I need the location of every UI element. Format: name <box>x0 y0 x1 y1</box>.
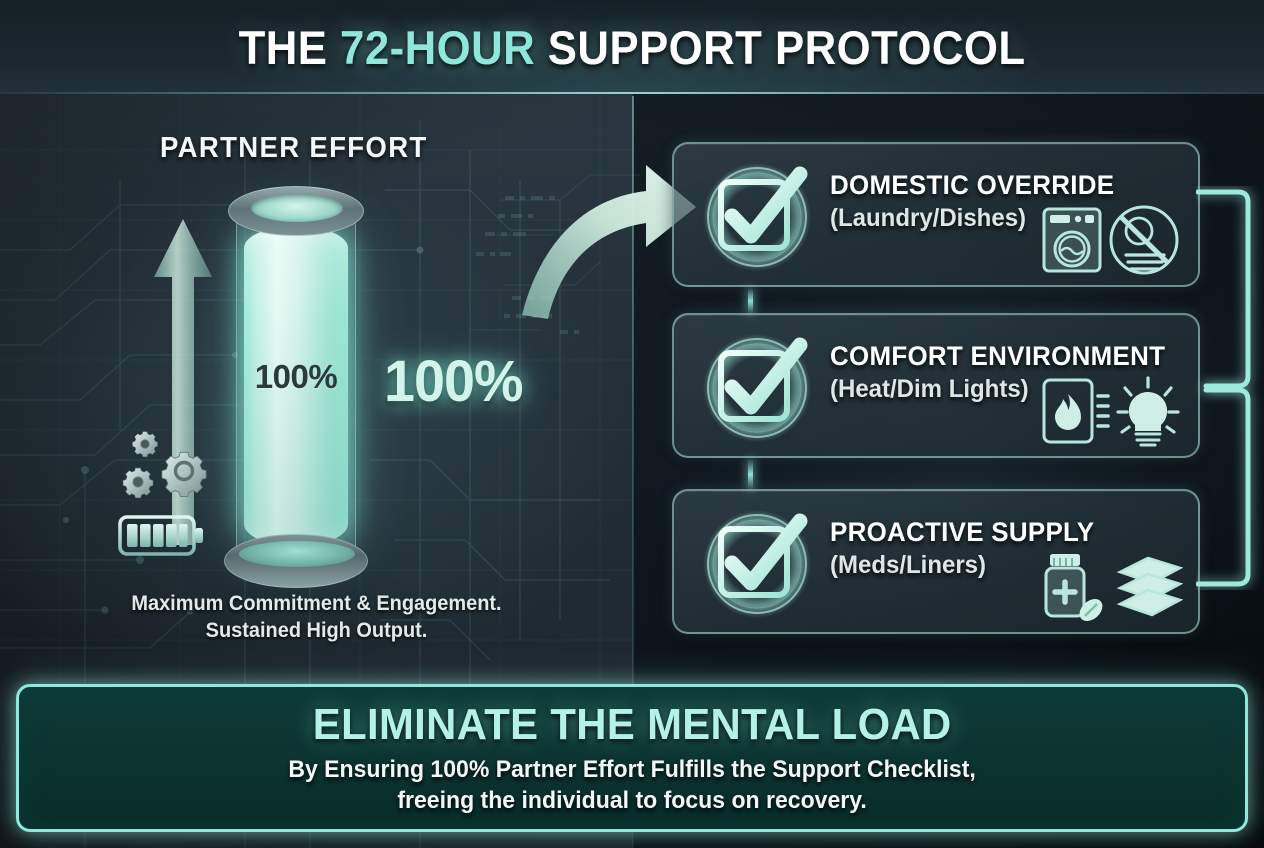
checkbox-checked-icon <box>703 163 811 271</box>
card-icon-group <box>1044 554 1184 621</box>
caption-line-2: Sustained High Output. <box>205 619 428 643</box>
card-connector-line-1 <box>748 288 753 314</box>
checklist-card-domestic-override[interactable]: DOMESTIC OVERRIDE (Laundry/Dishes) <box>672 142 1200 287</box>
card-subtitle: (Heat/Dim Lights) <box>830 375 1029 403</box>
curved-arrow-icon <box>522 165 696 319</box>
cylinder-percent-label: 100% <box>254 358 338 395</box>
header-bar: THE 72-HOUR SUPPORT PROTOCOL <box>0 0 1264 94</box>
checkbox-checked-icon <box>703 334 811 442</box>
card-text-block: COMFORT ENVIRONMENT (Heat/Dim Lights) <box>830 341 1190 404</box>
checkbox-checked-icon <box>703 510 811 618</box>
lightbulb-icon <box>1116 376 1180 447</box>
stacked-liners-icon <box>1116 556 1184 617</box>
page-title: THE 72-HOUR SUPPORT PROTOCOL <box>239 20 1026 75</box>
washing-machine-icon <box>1042 207 1102 273</box>
gears-icon <box>122 431 207 499</box>
banner-subtitle-line-1: By Ensuring 100% Partner Effort Fulfills… <box>288 756 976 784</box>
card-text-block: DOMESTIC OVERRIDE (Laundry/Dishes) <box>830 170 1190 233</box>
banner-subtitle-line-2: freeing the individual to focus on recov… <box>397 787 867 814</box>
banner-subtitle: By Ensuring 100% Partner Effort Fulfills… <box>288 755 975 816</box>
panel-divider <box>632 96 634 848</box>
card-icon-group <box>1042 376 1180 447</box>
heater-flame-icon <box>1042 378 1110 444</box>
partner-effort-label: PARTNER EFFORT <box>160 132 428 164</box>
left-panel-caption: Maximum Commitment & Engagement. Sustain… <box>16 590 617 645</box>
cylinder-bottom-cap <box>224 534 368 588</box>
cylinder-fill-shading <box>244 226 348 546</box>
cylinder-fill <box>244 226 348 546</box>
card-subtitle: (Laundry/Dishes) <box>830 204 1027 232</box>
banner-title: ELIMINATE THE MENTAL LOAD <box>312 700 952 750</box>
cylinder-top-cap <box>228 186 364 236</box>
card-text-block: PROACTIVE SUPPLY (Meds/Liners) <box>830 517 1190 580</box>
card-title: PROACTIVE SUPPLY <box>830 517 1095 547</box>
large-percent-label: 100% <box>384 349 524 414</box>
checklist-card-proactive-supply[interactable]: PROACTIVE SUPPLY (Meds/Liners) <box>672 489 1200 634</box>
up-arrow-icon <box>154 219 212 545</box>
title-accent: 72-HOUR <box>339 20 536 74</box>
card-icon-group <box>1042 205 1179 275</box>
checklist-card-comfort-environment[interactable]: COMFORT ENVIRONMENT (Heat/Dim Lights) <box>672 313 1200 458</box>
cards-bracket-connector <box>1196 189 1251 587</box>
card-subtitle: (Meds/Liners) <box>830 551 987 579</box>
cylinder-bottom-cap-inner <box>239 541 355 567</box>
card-connector-line-2 <box>748 459 753 490</box>
card-title: DOMESTIC OVERRIDE <box>830 170 1115 200</box>
battery-cylinder-gauge: 100% <box>202 168 390 604</box>
title-suffix: SUPPORT PROTOCOL <box>535 20 1026 74</box>
header-divider-line <box>0 92 1264 94</box>
caption-line-1: Maximum Commitment & Engagement. <box>131 592 502 615</box>
no-dishes-icon <box>1109 205 1179 275</box>
cylinder-top-cap-inner <box>251 194 343 222</box>
battery-full-icon <box>118 515 203 556</box>
title-prefix: THE <box>238 20 340 74</box>
card-title: COMFORT ENVIRONMENT <box>830 341 1166 371</box>
bottom-banner: ELIMINATE THE MENTAL LOAD By Ensuring 10… <box>16 684 1248 832</box>
medicine-bottle-pill-icon <box>1044 554 1103 621</box>
